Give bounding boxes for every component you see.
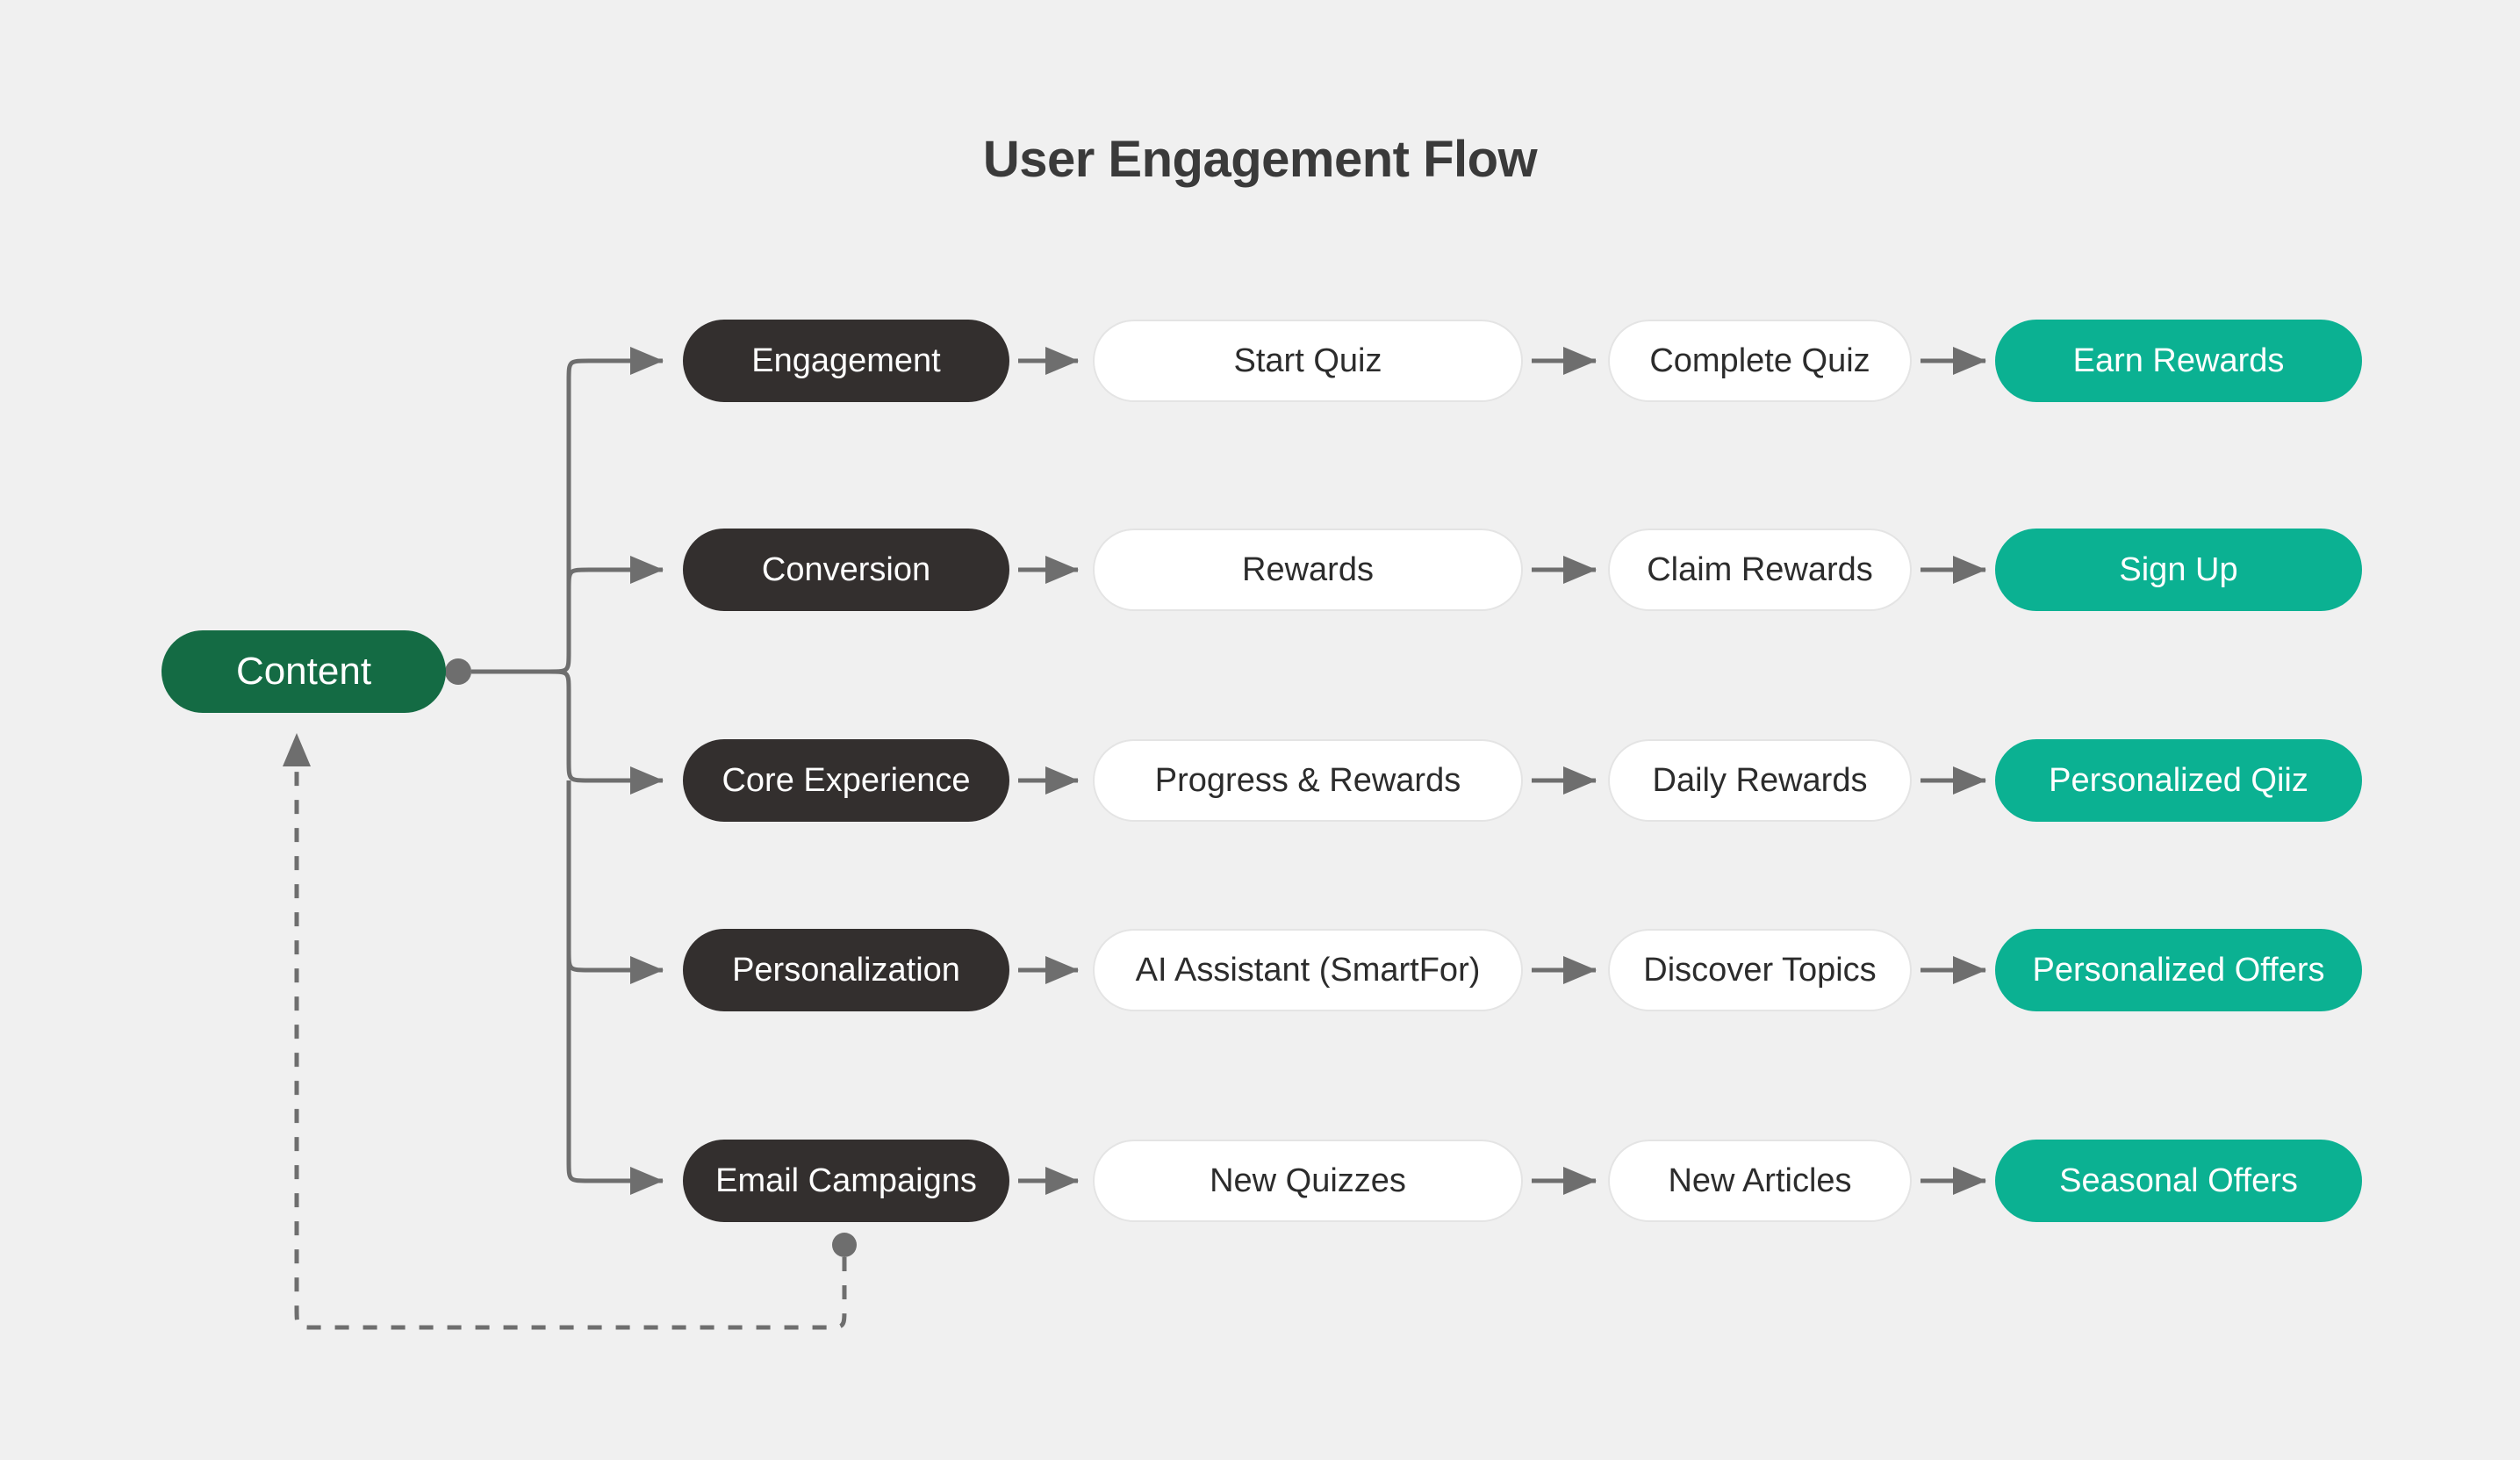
node-step-new-quizzes[interactable]: New Quizzes — [1093, 1140, 1523, 1222]
feedback-edge — [282, 733, 847, 1330]
node-category-email-campaigns[interactable]: Email Campaigns — [683, 1140, 1009, 1222]
node-goal-seasonal-offers[interactable]: Seasonal Offers — [1995, 1140, 2362, 1222]
node-step-ai-assistant[interactable]: AI Assistant (SmartFor) — [1093, 929, 1523, 1011]
root-connector-dot — [445, 658, 471, 685]
branch-edge-row-1 — [548, 346, 664, 674]
branch-edge-row-2 — [566, 555, 664, 615]
node-content-root[interactable]: Content — [162, 630, 446, 713]
node-category-core-experience[interactable]: Core Experience — [683, 739, 1009, 822]
node-step-daily-rewards[interactable]: Daily Rewards — [1608, 739, 1912, 822]
node-step-complete-quiz[interactable]: Complete Quiz — [1608, 320, 1912, 402]
node-category-conversion[interactable]: Conversion — [683, 529, 1009, 611]
branch-edge-row-5 — [566, 780, 664, 1195]
node-goal-personalized-quiz[interactable]: Personalized Qiiz — [1995, 739, 2362, 822]
node-step-new-articles[interactable]: New Articles — [1608, 1140, 1912, 1222]
node-category-engagement[interactable]: Engagement — [683, 320, 1009, 402]
feedback-connector-dot — [832, 1233, 857, 1257]
node-step-rewards[interactable]: Rewards — [1093, 529, 1523, 611]
node-step-start-quiz[interactable]: Start Quiz — [1093, 320, 1523, 402]
node-goal-personalized-offers[interactable]: Personalized Offers — [1995, 929, 2362, 1011]
node-step-claim-rewards[interactable]: Claim Rewards — [1608, 529, 1912, 611]
branch-edge-row-4 — [566, 949, 664, 984]
node-step-progress-and-rewards[interactable]: Progress & Rewards — [1093, 739, 1523, 822]
node-step-discover-topics[interactable]: Discover Topics — [1608, 929, 1912, 1011]
node-goal-earn-rewards[interactable]: Earn Rewards — [1995, 320, 2362, 402]
page-title: User Engagement Flow — [982, 131, 1538, 188]
branch-edge-row-3 — [548, 669, 664, 795]
node-goal-sign-up[interactable]: Sign Up — [1995, 529, 2362, 611]
node-category-personalization[interactable]: Personalization — [683, 929, 1009, 1011]
